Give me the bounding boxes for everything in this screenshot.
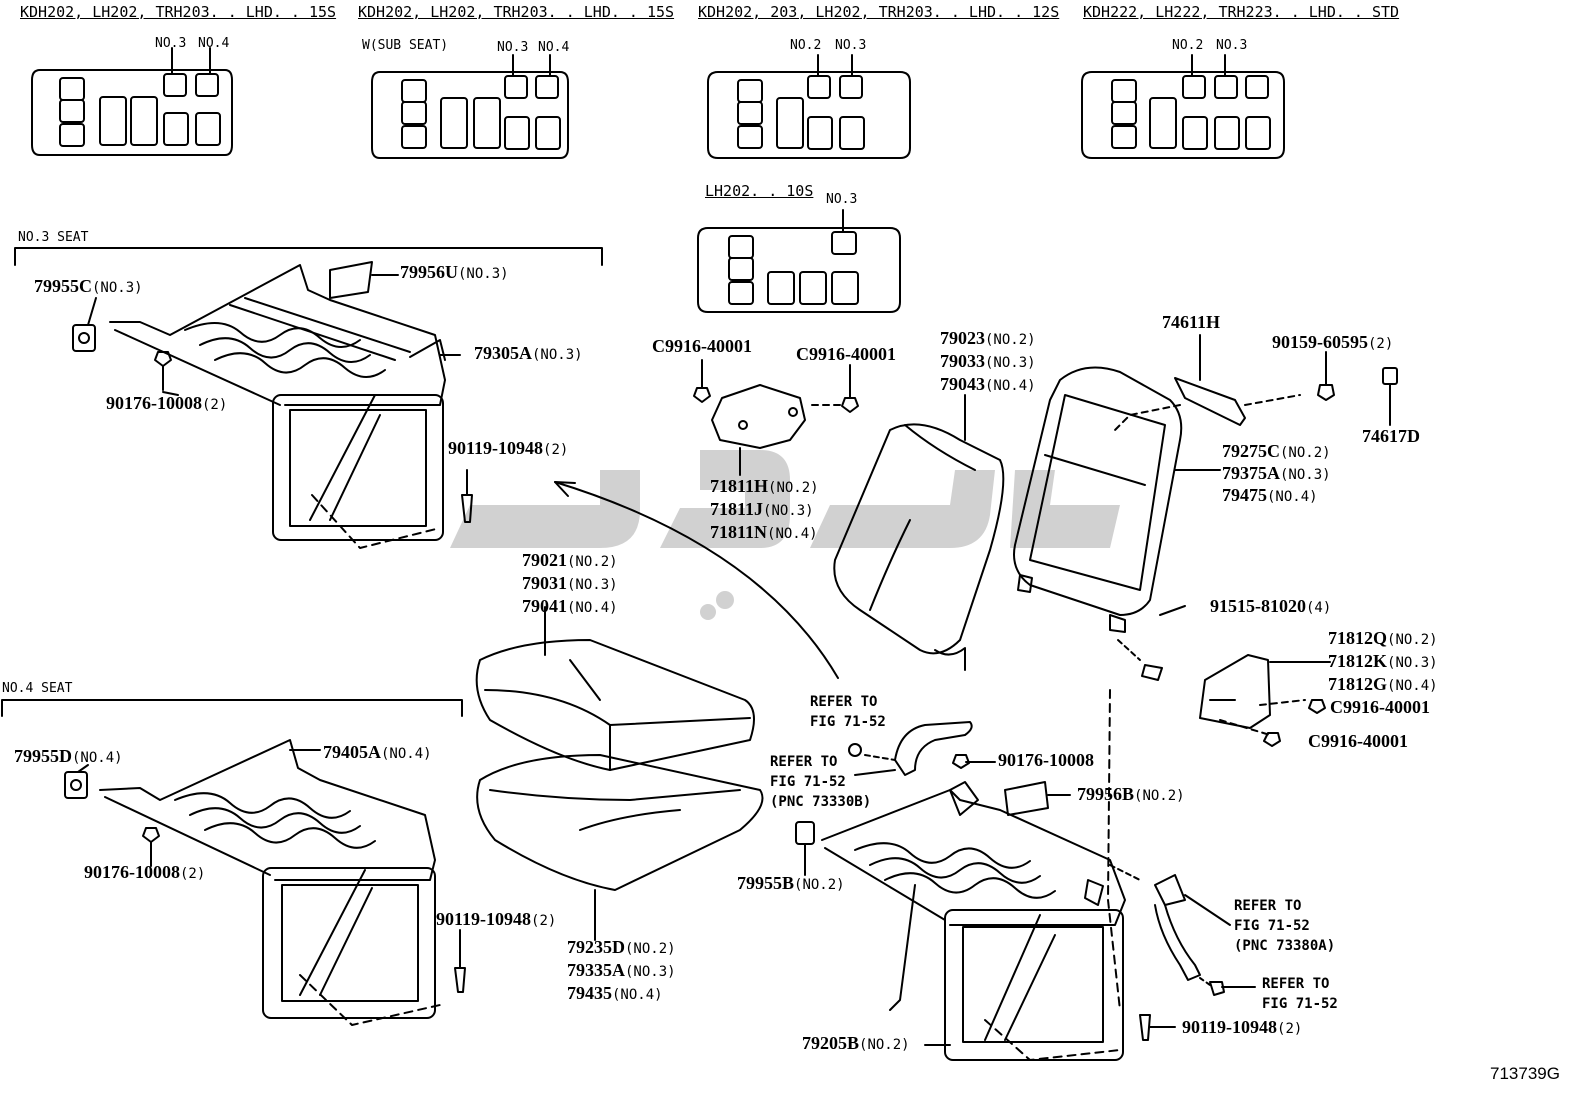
no2-seat-frame bbox=[821, 781, 1141, 1061]
part-callout[interactable]: C9916-40001 bbox=[796, 344, 896, 364]
layout-label: NO.3 bbox=[835, 38, 867, 53]
part-callout[interactable]: C9916-40001 bbox=[1330, 697, 1430, 717]
part-callout[interactable]: 79956U(NO.3) bbox=[400, 262, 509, 282]
layout-header-3: KDH202, 203, LH202, TRH203. . LHD. . 12S bbox=[698, 3, 1060, 21]
part-callout[interactable]: 71812K(NO.3) bbox=[1328, 651, 1438, 671]
layout-label: NO.3 bbox=[1216, 38, 1248, 53]
hinge-cover-71811 bbox=[693, 359, 859, 476]
part-callout[interactable]: 74617D bbox=[1362, 426, 1420, 446]
part-callout[interactable]: 79955B(NO.2) bbox=[737, 873, 845, 893]
layout-label: W(SUB SEAT) bbox=[362, 38, 449, 53]
layout-label: NO.3 bbox=[826, 192, 858, 207]
diagram-id: 713739G bbox=[1490, 1064, 1560, 1083]
part-callout[interactable]: 79435(NO.4) bbox=[567, 983, 663, 1003]
part-callout[interactable]: 90176-10008 bbox=[998, 750, 1094, 770]
part-callout[interactable]: 90119-10948(2) bbox=[436, 909, 557, 929]
part-callout[interactable]: 71811J(NO.3) bbox=[710, 499, 814, 519]
layout-box-4 bbox=[1081, 54, 1285, 159]
part-callout[interactable]: 71812G(NO.4) bbox=[1328, 674, 1438, 694]
part-callout[interactable]: 71812Q(NO.2) bbox=[1328, 628, 1438, 648]
layout-label: NO.4 bbox=[198, 36, 230, 51]
no3-cover-79956u bbox=[329, 261, 373, 299]
layout-box-5 bbox=[697, 209, 901, 313]
part-callout[interactable]: 79375A(NO.3) bbox=[1222, 463, 1331, 483]
part-callout[interactable]: 90176-10008(2) bbox=[106, 393, 228, 413]
part-callout[interactable]: C9916-40001 bbox=[652, 336, 752, 356]
part-callout[interactable]: 71811H(NO.2) bbox=[710, 476, 819, 496]
no4-seat-bracket bbox=[1, 699, 463, 717]
part-callout[interactable]: 79955D(NO.4) bbox=[14, 746, 123, 766]
layout-header-5: LH202. . 10S bbox=[705, 182, 814, 200]
no3-seat-grommet bbox=[72, 324, 96, 352]
belt-anchor bbox=[848, 721, 973, 776]
part-callout[interactable]: 90119-10948(2) bbox=[1182, 1017, 1303, 1037]
no3-seat-bracket bbox=[14, 247, 603, 266]
part-callout[interactable]: 79275C(NO.2) bbox=[1222, 441, 1331, 461]
part-callout[interactable]: 74611H bbox=[1162, 312, 1221, 332]
part-callout[interactable]: 79043(NO.4) bbox=[940, 374, 1036, 394]
watermark-logo bbox=[450, 450, 1120, 620]
seat-cushion bbox=[475, 606, 764, 941]
bracket-74611h bbox=[1114, 334, 1398, 431]
part-callout[interactable]: 90159-60595(2) bbox=[1272, 332, 1394, 352]
part-callout[interactable]: 90119-10948(2) bbox=[448, 438, 569, 458]
layout-label: NO.2 bbox=[1172, 38, 1204, 53]
no3-seat-frame bbox=[109, 264, 446, 549]
layout-box-2 bbox=[371, 54, 569, 159]
part-callout[interactable]: 79235D(NO.2) bbox=[567, 937, 676, 957]
layout-box-3 bbox=[707, 54, 911, 159]
part-callout[interactable]: 91515-81020(4) bbox=[1210, 596, 1332, 616]
part-callout[interactable]: 79021(NO.2) bbox=[522, 550, 618, 570]
part-callout[interactable]: 79023(NO.2) bbox=[940, 328, 1036, 348]
part-callout[interactable]: 71811N(NO.4) bbox=[710, 522, 818, 542]
part-callout[interactable]: C9916-40001 bbox=[1308, 731, 1408, 751]
layout-header-2: KDH202, LH202, TRH203. . LHD. . 15S bbox=[358, 3, 675, 21]
part-callout[interactable]: 79405A(NO.4) bbox=[323, 742, 432, 762]
part-callout[interactable]: 79041(NO.4) bbox=[522, 596, 618, 616]
layout-label: NO.4 bbox=[538, 40, 570, 55]
part-callout[interactable]: 79033(NO.3) bbox=[940, 351, 1036, 371]
section-title-no4: NO.4 SEAT bbox=[2, 681, 73, 696]
part-callout[interactable]: 79305A(NO.3) bbox=[474, 343, 583, 363]
section-title-no3: NO.3 SEAT bbox=[18, 230, 89, 245]
layout-header-1: KDH202, LH202, TRH203. . LHD. . 15S bbox=[20, 3, 337, 21]
part-callout[interactable]: 79955C(NO.3) bbox=[34, 276, 143, 296]
layout-label: NO.3 bbox=[497, 40, 529, 55]
layout-header-4: KDH222, LH222, TRH223. . LHD. . STD bbox=[1083, 3, 1400, 21]
no4-seat-frame bbox=[99, 739, 441, 1026]
part-callout[interactable]: 79031(NO.3) bbox=[522, 573, 618, 593]
part-callout[interactable]: 79335A(NO.3) bbox=[567, 960, 676, 980]
part-callout[interactable]: 79475(NO.4) bbox=[1222, 485, 1318, 505]
layout-label: NO.2 bbox=[790, 38, 822, 53]
seat-back-cover bbox=[833, 394, 1005, 671]
belt-buckle bbox=[1154, 874, 1256, 996]
hinge-cover-71812 bbox=[1199, 654, 1331, 747]
part-callout[interactable]: 90176-10008(2) bbox=[84, 862, 206, 882]
part-callout[interactable]: 79956B(NO.2) bbox=[1077, 784, 1185, 804]
no4-seat-grommet bbox=[64, 771, 88, 799]
layout-label: NO.3 bbox=[155, 36, 187, 51]
cover-arrow bbox=[554, 481, 839, 679]
part-callout[interactable]: 79205B(NO.2) bbox=[802, 1033, 910, 1053]
layout-box-1 bbox=[31, 47, 233, 156]
